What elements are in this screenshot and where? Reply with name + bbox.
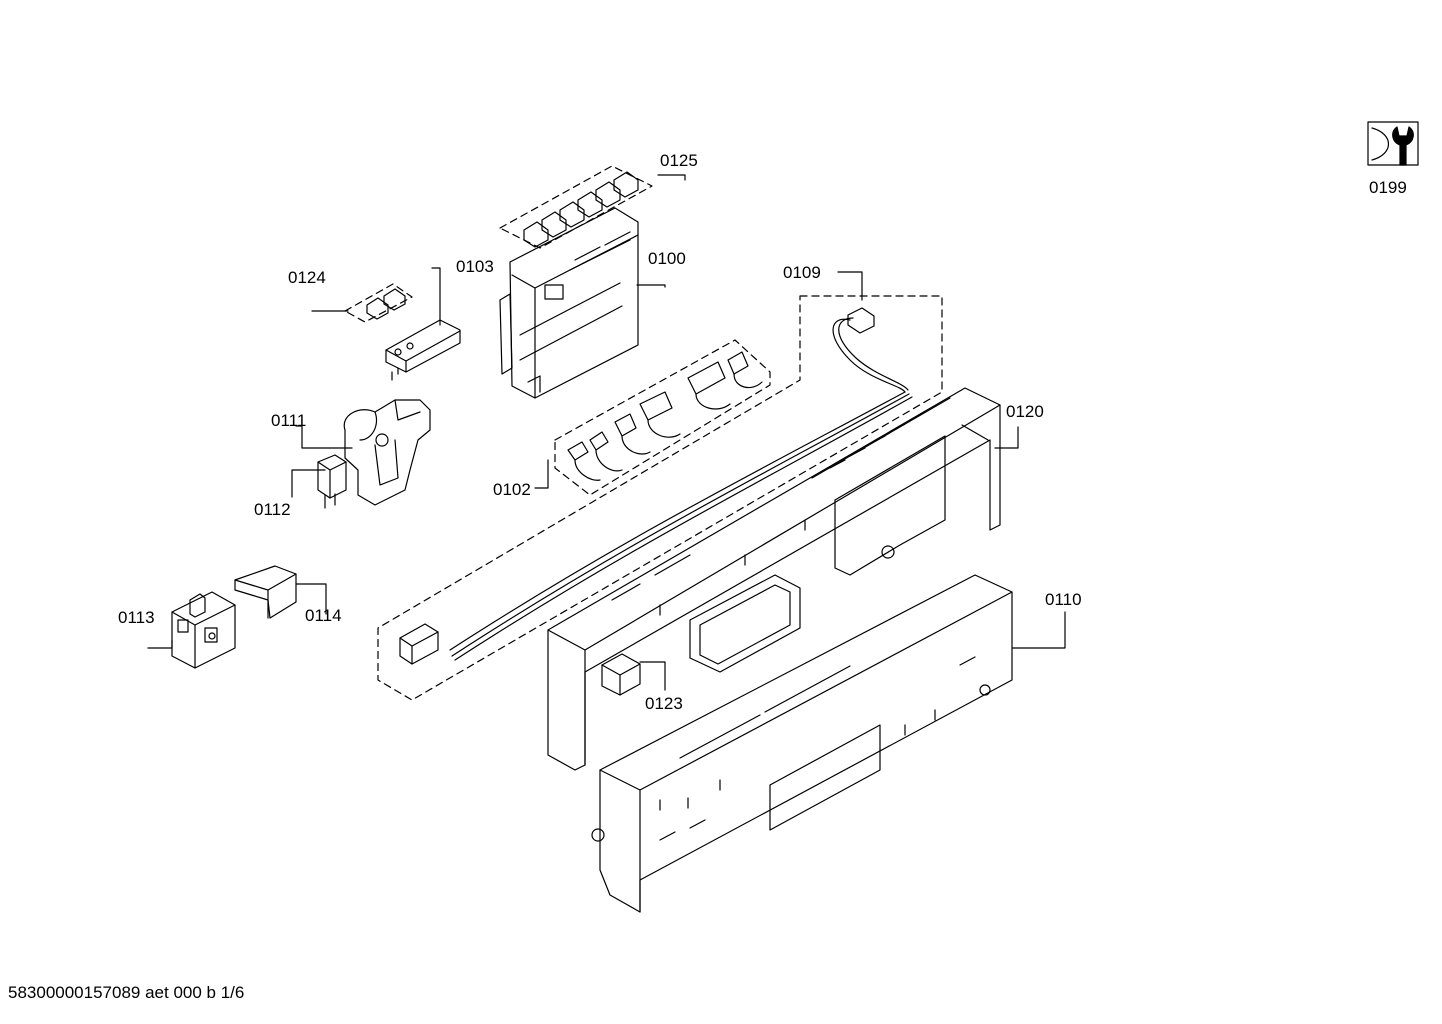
label-0199: 0199 xyxy=(1369,178,1407,197)
label-0114: 0114 xyxy=(305,606,342,625)
button-strip-0125 xyxy=(523,171,639,248)
harness-0109 xyxy=(399,307,913,665)
leader-lines xyxy=(147,174,1066,691)
group-outlines xyxy=(344,165,943,701)
terminal-0113 xyxy=(171,591,236,669)
label-0110: 0110 xyxy=(1045,590,1082,609)
switch-0103 xyxy=(385,319,461,381)
rear-frame-0110 xyxy=(591,574,1013,913)
label-0125: 0125 xyxy=(660,151,698,170)
label-0123: 0123 xyxy=(645,694,683,713)
label-0102: 0102 xyxy=(493,480,531,499)
label-0113: 0113 xyxy=(118,608,155,627)
label-0103: 0103 xyxy=(456,257,494,276)
actuator-0111 xyxy=(317,399,431,509)
label-0124: 0124 xyxy=(288,268,326,287)
label-0109: 0109 xyxy=(783,263,821,282)
label-0120: 0120 xyxy=(1006,402,1044,421)
control-module-0100 xyxy=(499,207,639,399)
cover-0114 xyxy=(234,565,297,619)
block-0123 xyxy=(601,653,641,696)
connectors-0102 xyxy=(567,351,763,481)
document-id-footer: 58300000157089 aet 000 b 1/6 xyxy=(8,983,245,1002)
panel-frame-0120 xyxy=(547,387,1001,771)
button-pair-0124 xyxy=(366,288,406,320)
label-0100: 0100 xyxy=(648,249,686,268)
label-0112: 0112 xyxy=(254,500,291,519)
label-0111: 0111 xyxy=(271,411,307,430)
toolbox-icon xyxy=(1367,121,1419,166)
